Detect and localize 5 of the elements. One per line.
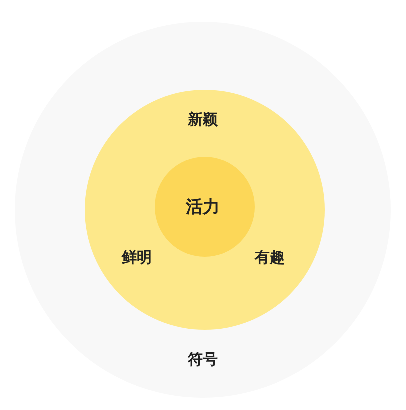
circle-label: 新颖 [188,110,218,130]
circle-label: 符号 [188,350,218,370]
circle-label: 活力 [186,196,220,218]
circle-label: 有趣 [255,248,285,268]
circle-label: 鲜明 [122,248,152,268]
